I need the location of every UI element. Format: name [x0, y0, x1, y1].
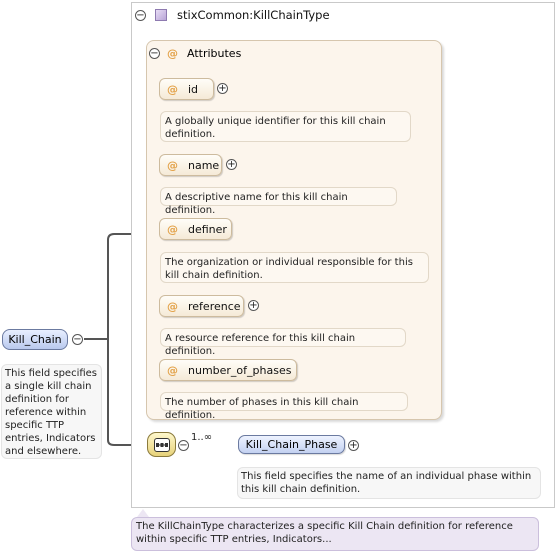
collapse-attributes-icon[interactable]: −	[149, 47, 160, 59]
attribute-icon: @	[167, 222, 178, 236]
attribute-doc-definer: The organization or individual responsib…	[160, 252, 429, 283]
attributes-title: Attributes	[187, 46, 242, 60]
attribute-icon: @	[167, 46, 178, 60]
sequence-glyph-icon	[155, 442, 168, 447]
attribute-name: definer	[188, 222, 227, 236]
attribute-doc-name: A descriptive name for this kill chain d…	[160, 187, 397, 216]
attribute-number-of-phases[interactable]: @ number_of_phases	[159, 359, 297, 381]
type-title: stixCommon:KillChainType	[177, 8, 330, 22]
expand-name-icon[interactable]: +	[226, 159, 237, 170]
attribute-definer[interactable]: @ definer	[159, 218, 232, 240]
type-doc-pointer	[137, 509, 149, 517]
child-element-kill-chain-phase[interactable]: Kill_Chain_Phase	[238, 435, 345, 454]
attribute-doc-number-of-phases: The number of phases in this kill chain …	[160, 392, 408, 421]
attribute-icon: @	[167, 363, 178, 377]
attribute-name-field[interactable]: @ name	[159, 154, 222, 176]
sequence-compositor-icon[interactable]	[147, 432, 176, 457]
attribute-doc-reference: A resource reference for this kill chain…	[160, 328, 406, 357]
element-name: Kill_Chain_Phase	[245, 438, 338, 451]
sequence-connector	[107, 339, 147, 446]
attribute-name: number_of_phases	[188, 363, 292, 377]
expand-id-icon[interactable]: +	[217, 83, 228, 94]
attribute-name: name	[188, 158, 220, 172]
type-header: − stixCommon:KillChainType	[135, 7, 330, 23]
attribute-name: id	[188, 82, 199, 96]
attribute-doc-id: A globally unique identifier for this ki…	[160, 111, 411, 142]
attributes-header: − @ Attributes	[149, 46, 241, 60]
element-name: Kill_Chain	[8, 333, 62, 346]
complex-type-icon	[155, 9, 167, 21]
expand-reference-icon[interactable]: +	[248, 300, 259, 311]
collapse-root-icon[interactable]: −	[72, 334, 83, 345]
attribute-reference[interactable]: @ reference	[159, 295, 244, 317]
cardinality-label: 1..∞	[191, 432, 213, 443]
root-element-kill-chain[interactable]: Kill_Chain	[2, 329, 68, 350]
attribute-id[interactable]: @ id	[159, 78, 214, 100]
attribute-icon: @	[167, 158, 178, 172]
attribute-name: reference	[188, 299, 241, 313]
collapse-type-icon[interactable]: −	[135, 9, 146, 21]
expand-kill-chain-phase-icon[interactable]: +	[348, 440, 359, 451]
attributes-connector	[107, 233, 158, 339]
attribute-icon: @	[167, 299, 178, 313]
collapse-sequence-icon[interactable]: −	[178, 440, 189, 451]
sequence-inner	[153, 437, 170, 452]
type-documentation: The KillChainType characterizes a specif…	[131, 517, 539, 551]
child-element-doc: This field specifies the name of an indi…	[237, 467, 541, 499]
attribute-icon: @	[167, 82, 178, 96]
root-element-doc: This field specifies a single kill chain…	[1, 364, 102, 459]
